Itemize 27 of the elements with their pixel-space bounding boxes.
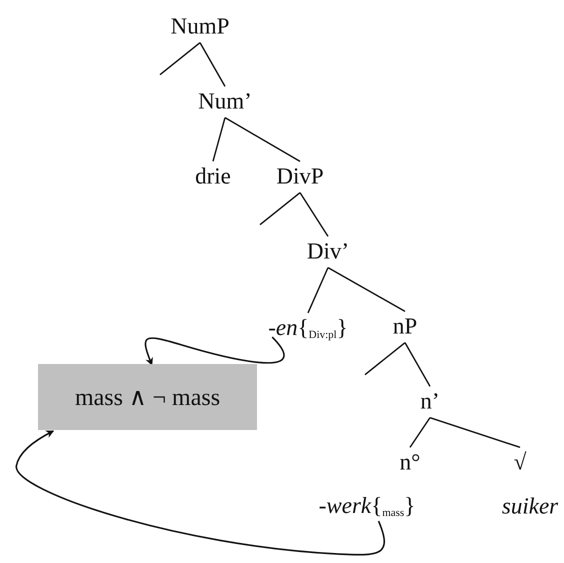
branch-line	[260, 192, 300, 226]
branch-line	[430, 416, 520, 448]
branch-line	[409, 417, 431, 448]
tree-label: -werk{$_{mass}$}	[318, 492, 416, 520]
tree-label: DivP	[276, 163, 324, 189]
tree-label: n’	[420, 388, 440, 414]
branch-line	[328, 267, 406, 312]
tree-label: suiker	[502, 493, 558, 519]
tree-label: √	[514, 449, 526, 475]
curved-arrow	[16, 430, 385, 556]
tree-label: Div’	[306, 238, 350, 264]
tree-label: NumP	[170, 13, 230, 39]
branch-line	[212, 117, 226, 162]
curved-arrow	[144, 336, 284, 366]
branch-line	[160, 42, 200, 76]
branch-line	[364, 342, 406, 376]
feature-box: mass ∧ ¬ mass	[38, 364, 257, 430]
tree-label: nP	[392, 313, 418, 339]
branch-line	[199, 42, 226, 87]
tree-label: drie	[195, 163, 231, 189]
branch-line	[404, 342, 431, 387]
branch-line	[307, 267, 329, 314]
branch-line	[299, 192, 329, 237]
tree-label: n°	[400, 449, 420, 475]
tree-label: -en{$_{Div:pl}$}	[268, 314, 348, 342]
branch-line	[224, 117, 300, 162]
tree-label: Num’	[198, 88, 252, 114]
